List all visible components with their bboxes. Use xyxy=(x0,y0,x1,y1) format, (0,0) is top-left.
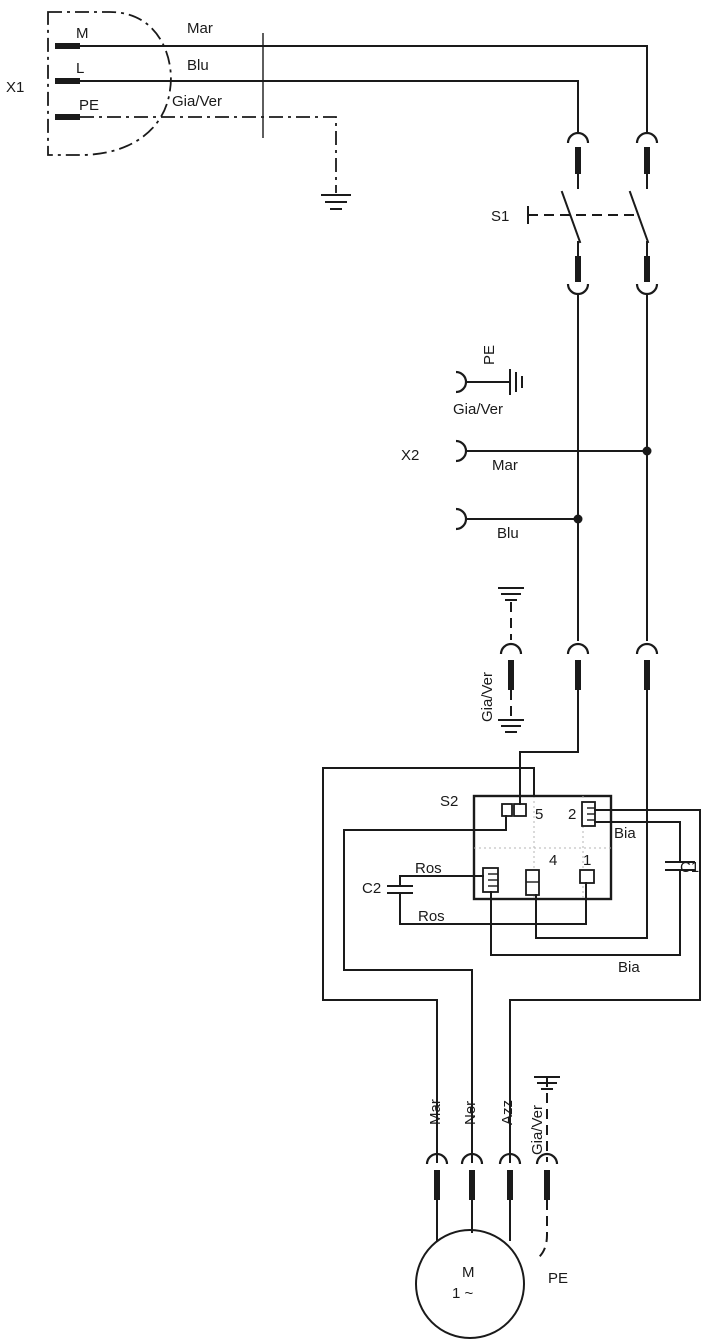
x1-wire-blue-label: Blu xyxy=(187,57,209,74)
pe-socket-label: PE xyxy=(481,345,498,365)
s1-right-out-socket xyxy=(635,283,659,296)
wire-l-blue xyxy=(79,80,579,134)
motor-socket-azz xyxy=(498,1152,522,1165)
motor-socket-ner xyxy=(460,1152,484,1165)
s1-label: S1 xyxy=(491,208,509,225)
x2-socket: X2 Mar Blu xyxy=(401,439,652,542)
wire-m-brown xyxy=(79,45,648,134)
motor-socket-pe xyxy=(535,1152,559,1165)
motor-wire-green-label: Gia/Ver xyxy=(529,1105,546,1155)
s2-terminal-5a xyxy=(501,803,513,817)
ground-symbol-x1 xyxy=(321,194,351,210)
motor-wire-azure-label: Azz xyxy=(499,1100,516,1125)
motor-pe-label: PE xyxy=(548,1270,568,1287)
s2-terminal-4-label: 4 xyxy=(549,852,557,869)
mains-wiring xyxy=(79,45,648,210)
s1-switch: S1 xyxy=(491,131,659,296)
motor-label: M xyxy=(462,1264,475,1281)
wire-brown-to-s2-4 xyxy=(535,689,648,939)
s2-terminal-5b xyxy=(513,803,527,817)
x1-wire-brown-label: Mar xyxy=(187,20,213,37)
wire-pe-green xyxy=(80,116,337,193)
internal-wiring: C1 Bia Bia C2 Ros Ros xyxy=(322,689,701,1163)
c2-wire-red-bottom-label: Ros xyxy=(418,908,445,925)
wire-motor-azz xyxy=(509,809,701,1163)
motor-wire-black-label: Ner xyxy=(462,1101,479,1125)
s1-left-out-socket xyxy=(566,283,590,296)
s2-label: S2 xyxy=(440,793,458,810)
motor-connection: Mar Ner Azz Gia/Ver M 1 ~ PE xyxy=(415,1076,568,1339)
s2-terminal-2-label: 2 xyxy=(568,806,576,823)
s2-terminal-1 xyxy=(579,869,595,884)
x1-label: X1 xyxy=(6,79,24,96)
ground-plug: Gia/Ver xyxy=(479,587,524,733)
motor-wire-brown-label: Mar xyxy=(427,1099,444,1125)
s1-right-in-socket xyxy=(635,131,659,144)
x1-pin-m-label: M xyxy=(76,25,89,42)
s2-wire-white-bottom-label: Bia xyxy=(618,959,640,976)
x2-wire-brown-label: Mar xyxy=(492,457,518,474)
pe-socket: PE Gia/Ver xyxy=(453,345,523,418)
x1-wire-green-label: Gia/Ver xyxy=(172,93,222,110)
wire-s2-left-to-c2 xyxy=(399,875,484,887)
x2-label: X2 xyxy=(401,447,419,464)
s1-left-in-socket xyxy=(566,131,590,144)
wire-c2-to-s2-1 xyxy=(399,882,587,925)
x1-pin-pe-label: PE xyxy=(79,97,99,114)
s2-switch: S2 5 2 4 1 xyxy=(440,793,613,901)
motor-phase-label: 1 ~ xyxy=(452,1285,474,1302)
c1-label: C1 xyxy=(680,859,699,876)
s2-wire-white-top-label: Bia xyxy=(614,825,636,842)
x1-plug: X1 M L PE Mar Blu Gia/Ver xyxy=(6,11,264,156)
motor-symbol xyxy=(415,1229,525,1339)
x1-pin-l-label: L xyxy=(76,60,84,77)
motor-socket-mar xyxy=(425,1152,449,1165)
wire-s2-2-to-c1 xyxy=(594,821,681,863)
x2-wire-blue-label: Blu xyxy=(497,525,519,542)
s1-contact-left xyxy=(560,190,582,244)
c2-label: C2 xyxy=(362,880,381,897)
s1-contact-right xyxy=(628,190,650,244)
pe-socket-wire-label: Gia/Ver xyxy=(453,401,503,418)
ground-plug-wire-label: Gia/Ver xyxy=(479,672,496,722)
wire-blue-to-s2-5 xyxy=(519,689,579,805)
s2-terminal-1-label: 1 xyxy=(583,852,591,869)
wire-motor-mar xyxy=(322,767,535,1163)
s2-terminal-5-label: 5 xyxy=(535,806,543,823)
x1-plug-outline xyxy=(47,11,172,156)
c2-wire-red-top-label: Ros xyxy=(415,860,442,877)
wire-motor-ner xyxy=(343,815,507,1163)
bus-sockets xyxy=(566,642,659,690)
